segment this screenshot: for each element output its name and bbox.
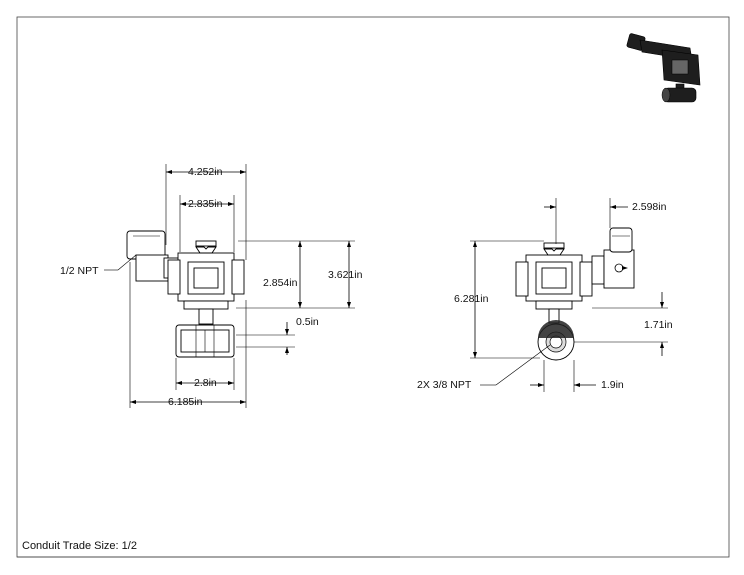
dim-right-height-right: 1.71in [644, 319, 673, 331]
dim-right-width-bottom: 1.9in [601, 379, 624, 391]
dim-left-width-inner: 2.835in [188, 198, 223, 210]
dim-left-width-total: 6.185in [168, 396, 203, 408]
callout-left-npt: 1/2 NPT [60, 265, 99, 277]
right-view-dimensions [470, 198, 668, 392]
dim-left-height-body: 2.854in [263, 277, 298, 289]
right-view-part [515, 227, 635, 361]
isometric-thumbnail [626, 33, 701, 103]
left-view-part [126, 230, 245, 358]
footer-note: Conduit Trade Size: 1/2 [22, 540, 137, 552]
dim-right-height-total: 6.281in [454, 293, 489, 305]
dim-left-height-total: 3.621in [328, 269, 363, 281]
left-view-dimensions [104, 164, 355, 408]
callout-right-npt: 2X 3/8 NPT [417, 379, 472, 391]
dim-right-width-top: 2.598in [632, 201, 667, 213]
dim-left-width-bottom: 2.8in [194, 377, 217, 389]
dim-left-offset: 0.5in [296, 316, 319, 328]
dim-left-width-top: 4.252in [188, 166, 223, 178]
